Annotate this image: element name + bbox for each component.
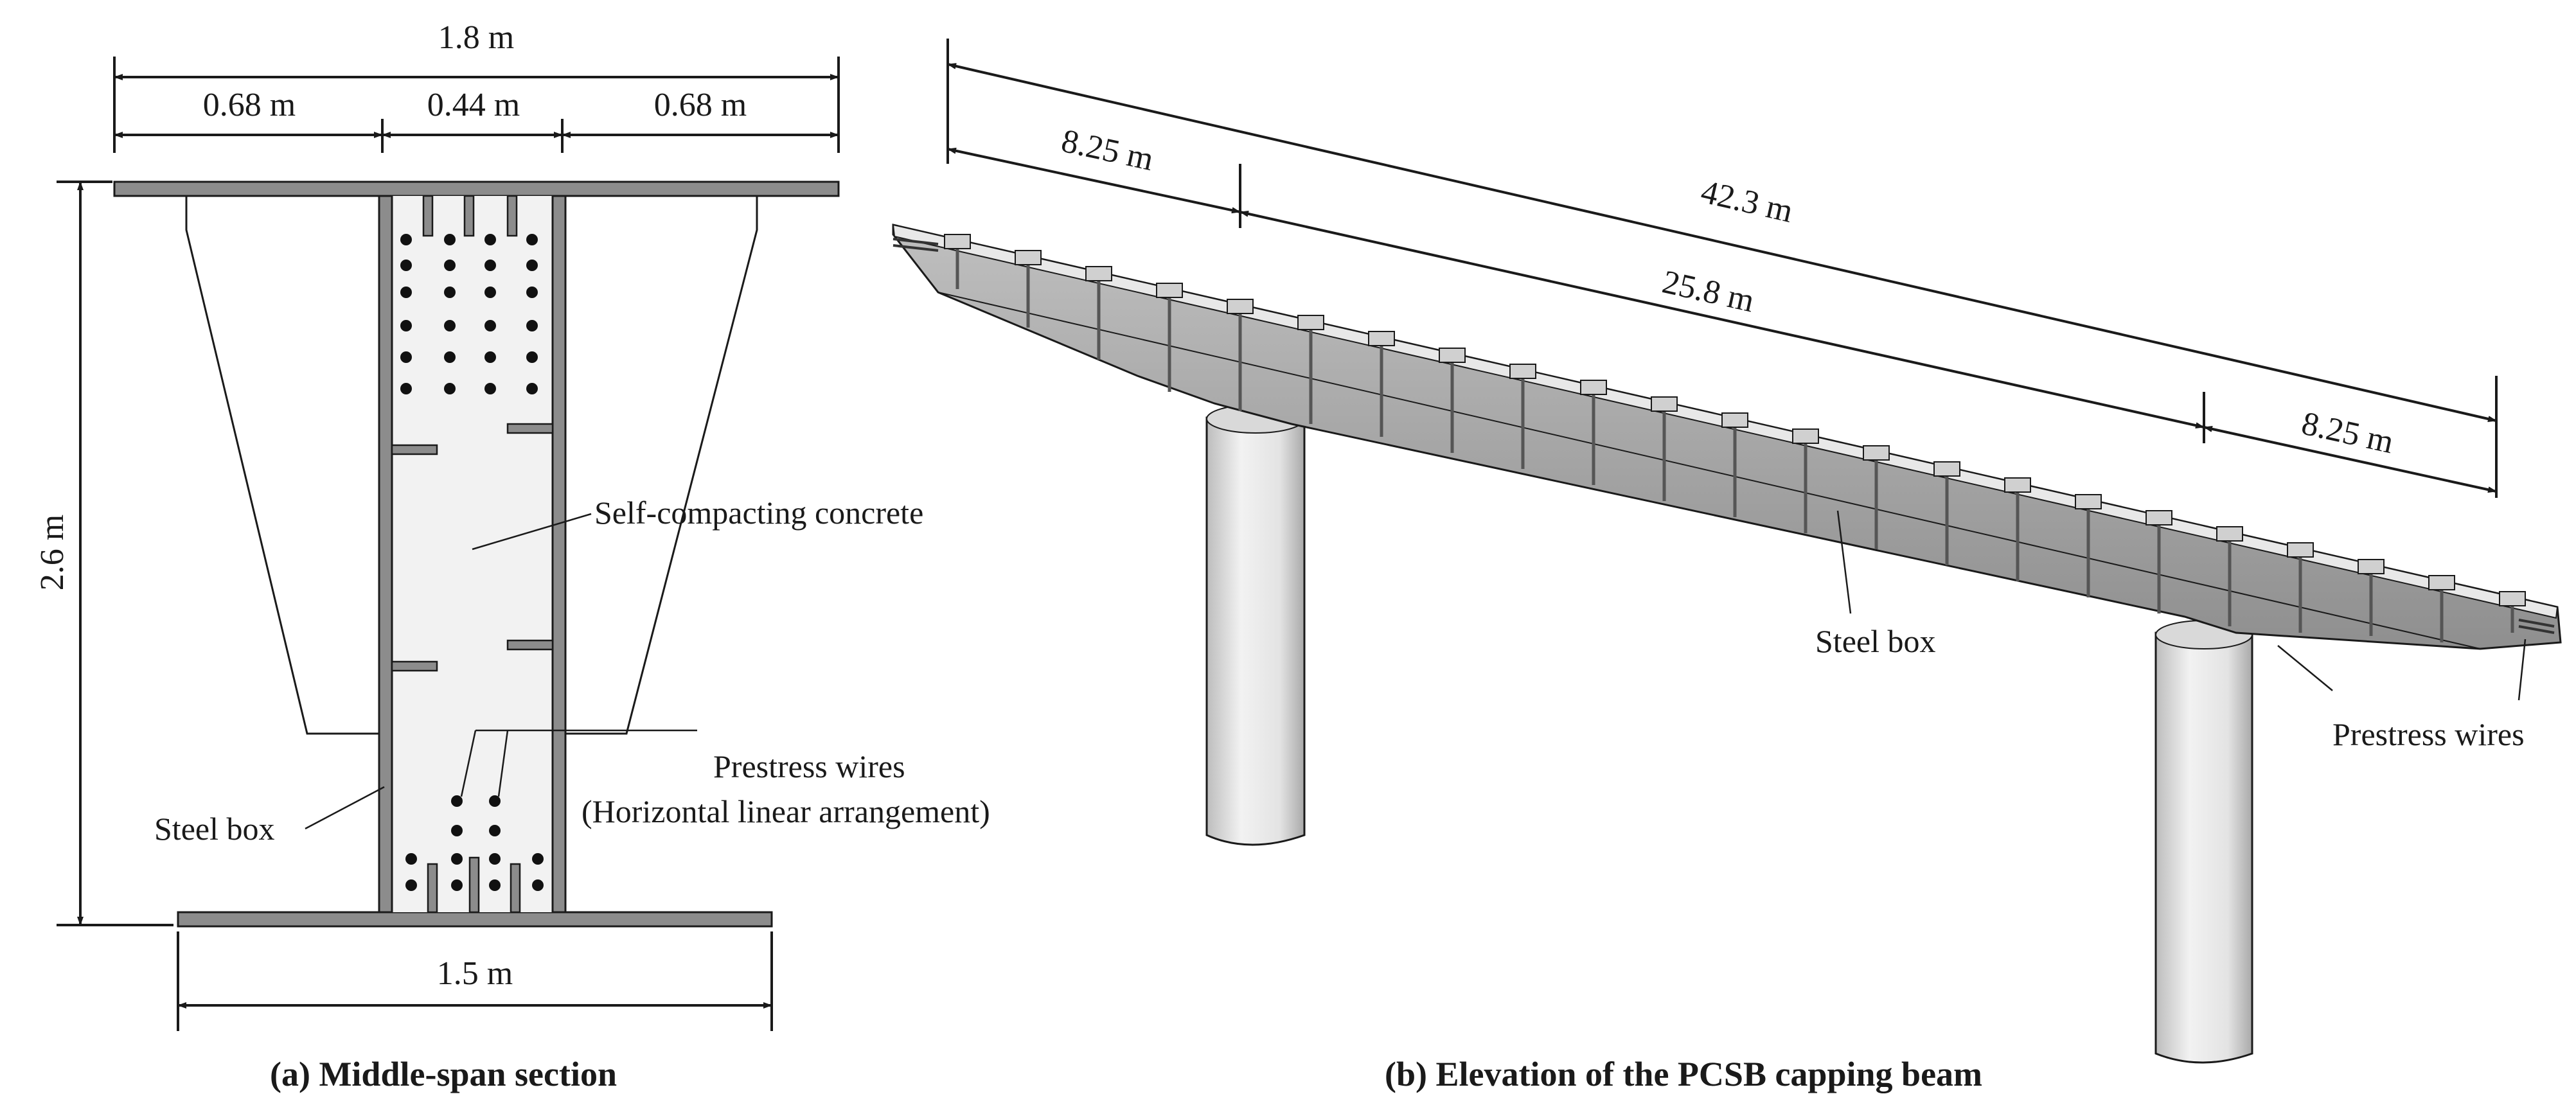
bottom-flange bbox=[177, 911, 773, 928]
concrete-core bbox=[392, 196, 553, 912]
dim-height: 2.6 m bbox=[34, 515, 71, 590]
leaders-a bbox=[305, 513, 697, 830]
panel-b-elevation: 42.3 m 8.25 m 25.8 m 8.25 m Steel box Pr… bbox=[892, 39, 2562, 1093]
dim-bottom: 1.5 m bbox=[437, 955, 513, 992]
steel-box-label-a: Steel box bbox=[154, 811, 274, 847]
top-flange bbox=[113, 181, 840, 197]
caption-a: (a) Middle-span section bbox=[270, 1055, 617, 1093]
dim-mid-top: 0.44 m bbox=[427, 87, 520, 123]
right-web bbox=[551, 195, 567, 913]
dim-lines-elevation bbox=[946, 39, 2498, 498]
dim-total-top: 1.8 m bbox=[438, 19, 514, 56]
dim-main-span: 25.8 m bbox=[1659, 263, 1757, 319]
dim-right-top: 0.68 m bbox=[654, 87, 747, 123]
dim-lines-bottom bbox=[177, 931, 773, 1031]
dim-lines-height bbox=[57, 181, 173, 926]
dim-left-top: 0.68 m bbox=[203, 87, 296, 123]
wires-top bbox=[400, 234, 538, 394]
section-outline bbox=[185, 196, 758, 735]
pier-left bbox=[1205, 404, 1306, 846]
pier-right bbox=[2154, 620, 2253, 1064]
dim-total-elevation: 42.3 m bbox=[1698, 173, 1797, 230]
wires-bottom bbox=[405, 795, 544, 891]
panel-a-section: 1.8 m 0.68 m 0.44 m 0.68 m 2.6 m bbox=[34, 19, 990, 1093]
dim-left-cantilever: 8.25 m bbox=[1058, 123, 1157, 178]
left-web bbox=[378, 195, 393, 913]
dim-lines-top bbox=[113, 57, 840, 153]
wire-ends bbox=[893, 238, 2555, 634]
wires-label-a: Prestress wires bbox=[713, 748, 905, 784]
wires-label-b: Prestress wires bbox=[2332, 716, 2525, 752]
stiffeners bbox=[391, 195, 554, 913]
concrete-label: Self-compacting concrete bbox=[594, 495, 923, 531]
steel-box-label-b: Steel box bbox=[1815, 623, 1935, 659]
caption-b: (b) Elevation of the PCSB capping beam bbox=[1385, 1055, 1982, 1093]
leaders-b bbox=[1836, 510, 2527, 701]
arrangement-label: (Horizontal linear arrangement) bbox=[582, 793, 990, 829]
